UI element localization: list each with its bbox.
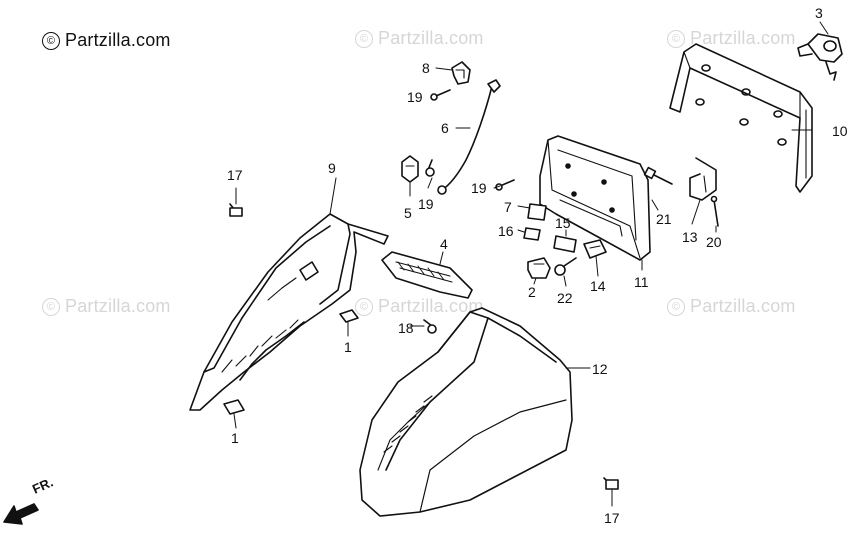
- part-22-screw: [554, 257, 577, 276]
- part-13-bracket: [689, 157, 717, 201]
- part-5-clamp: [401, 155, 419, 183]
- callout-22: 22: [557, 290, 573, 306]
- part-15-pad: [553, 235, 577, 253]
- callout-19: 19: [418, 196, 434, 212]
- part-12-lower-cover: [359, 307, 573, 517]
- partzilla-watermark: © Partzilla.com: [667, 28, 796, 49]
- callout-19: 19: [407, 89, 423, 105]
- part-17-bolt-top: [229, 203, 243, 217]
- watermark-text: Partzilla.com: [65, 30, 171, 50]
- watermark-text: Partzilla.com: [378, 28, 484, 48]
- callout-2: 2: [528, 284, 536, 300]
- callout-16: 16: [498, 223, 514, 239]
- part-9-left-side-cover: [189, 213, 389, 411]
- part-19-screw-middle: [425, 159, 435, 177]
- callout-21: 21: [656, 211, 672, 227]
- front-arrow-icon: [3, 503, 39, 525]
- copyright-icon: ©: [667, 30, 685, 48]
- callout-14: 14: [590, 278, 606, 294]
- part-19-screw-top: [430, 89, 451, 101]
- partzilla-watermark: © Partzilla.com: [355, 28, 484, 49]
- callout-5: 5: [404, 205, 412, 221]
- part-16-pad: [523, 227, 541, 241]
- part-4-centre-brace: [381, 251, 473, 299]
- part-1-clip-upper: [339, 309, 359, 323]
- callout-8: 8: [422, 60, 430, 76]
- copyright-icon: ©: [42, 32, 60, 50]
- watermark-text: Partzilla.com: [65, 296, 171, 316]
- part-3-key-cylinder: [797, 33, 843, 81]
- part-18-bolt: [423, 319, 437, 334]
- copyright-icon: ©: [667, 298, 685, 316]
- part-8-clip: [451, 61, 471, 85]
- watermark-text: Partzilla.com: [690, 296, 796, 316]
- partzilla-watermark: © Partzilla.com: [355, 296, 484, 317]
- callout-13: 13: [682, 229, 698, 245]
- callout-1: 1: [231, 430, 239, 446]
- copyright-icon: ©: [355, 30, 373, 48]
- watermark-text: Partzilla.com: [690, 28, 796, 48]
- watermark-text: Partzilla.com: [378, 296, 484, 316]
- callout-15: 15: [555, 215, 571, 231]
- callout-17: 17: [227, 167, 243, 183]
- callout-20: 20: [706, 234, 722, 250]
- callout-19: 19: [471, 180, 487, 196]
- part-10-rear-cover: [669, 43, 813, 193]
- part-6-cable: [437, 79, 501, 195]
- callout-18: 18: [398, 320, 414, 336]
- callout-12: 12: [592, 361, 608, 377]
- part-7-pad: [527, 203, 547, 221]
- part-14-clip: [583, 239, 607, 259]
- callout-7: 7: [504, 199, 512, 215]
- part-20-pin: [710, 195, 719, 227]
- callout-11: 11: [634, 274, 649, 290]
- callout-6: 6: [441, 120, 449, 136]
- partzilla-watermark-main: © Partzilla.com: [42, 30, 171, 51]
- callout-4: 4: [440, 236, 448, 252]
- leader-lines: [233, 21, 829, 507]
- copyright-icon: ©: [42, 298, 60, 316]
- part-1-clip-lower: [223, 399, 245, 415]
- callout-1: 1: [344, 339, 352, 355]
- callout-9: 9: [328, 160, 336, 176]
- callout-3: 3: [815, 5, 823, 21]
- partzilla-watermark: © Partzilla.com: [42, 296, 171, 317]
- part-21-bolt: [643, 166, 673, 185]
- part-2-clip: [527, 257, 551, 279]
- part-19-screw-right: [495, 179, 515, 191]
- part-17-bolt-bottom: [603, 477, 619, 490]
- copyright-icon: ©: [355, 298, 373, 316]
- callout-10: 10: [832, 123, 848, 139]
- partzilla-watermark: © Partzilla.com: [667, 296, 796, 317]
- callout-17: 17: [604, 510, 620, 526]
- part-11-rear-panel: [539, 135, 651, 261]
